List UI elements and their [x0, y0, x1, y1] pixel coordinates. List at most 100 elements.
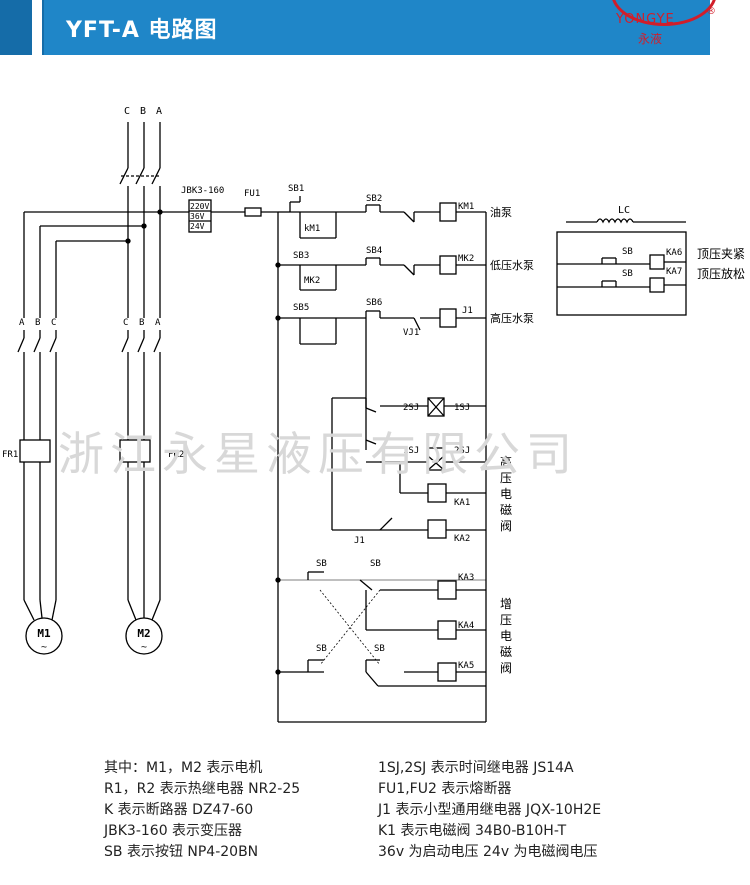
- release-label: 顶压放松: [697, 266, 745, 281]
- motor-m2-ac-icon: ~: [141, 642, 147, 653]
- company-logo: YONGYE ® 永液: [600, 0, 750, 55]
- timer-1sj-coil-icon: [427, 397, 445, 417]
- legend-item: FU1,FU2 表示熔断器: [378, 781, 512, 797]
- sb-d-label: SB: [374, 644, 385, 654]
- legend-item: K1 表示电磁阀 34B0-B10H-T: [378, 823, 567, 839]
- motor-m1-ac-icon: ~: [41, 642, 47, 653]
- phase-label-left: A: [19, 318, 25, 328]
- vj1-label: VJ1: [403, 328, 419, 338]
- ka3-coil-icon: [437, 580, 457, 600]
- sb4-label: SB4: [366, 246, 382, 256]
- ka2-coil-icon: [427, 519, 447, 539]
- clamp-label: 顶压夹紧: [697, 247, 745, 261]
- ka2-label: KA2: [454, 534, 470, 544]
- ka4-coil-icon: [437, 620, 457, 640]
- 1sj-contact-label: 1SJ: [403, 446, 419, 456]
- boost-valve-label-char: 磁: [500, 644, 512, 659]
- lc-label: LC: [618, 205, 630, 216]
- sb-e-label: SB: [622, 247, 633, 257]
- fr2-label: FR2: [168, 450, 184, 460]
- fr1-label: FR1: [2, 450, 18, 460]
- sb5-label: SB5: [293, 303, 309, 313]
- voltage-36: 36V: [190, 212, 205, 221]
- boost-valve-label-char: 压: [500, 613, 512, 627]
- circuit-svg: C B A A B C C B A: [2, 106, 745, 723]
- mk2-coil-label: MK2: [458, 254, 474, 264]
- legend-item: 其中：M1，M2 表示电机: [104, 760, 263, 776]
- phase-label-right: A: [155, 318, 161, 328]
- ka6-label: KA6: [666, 248, 682, 258]
- voltage-220: 220V: [190, 202, 209, 211]
- hv-valve-label-char: 磁: [500, 502, 512, 517]
- sb-c-label: SB: [316, 644, 327, 654]
- ka1-label: KA1: [454, 498, 470, 508]
- ka5-label: KA5: [458, 661, 474, 671]
- legend-item: 36v 为启动电压 24v 为电磁阀电压: [378, 844, 598, 860]
- ka5-coil-icon: [437, 662, 457, 682]
- row-low-pressure-pump-label: 低压水泵: [490, 259, 534, 272]
- phase-label-top: A: [156, 106, 162, 117]
- page-title: YFT-A 电路图: [66, 18, 218, 43]
- ka7-label: KA7: [666, 267, 682, 277]
- j1-contact-label: J1: [354, 536, 365, 546]
- lc-control-box: [556, 231, 687, 316]
- timer-2sj-coil-icon: [427, 447, 445, 471]
- legend-item: 1SJ,2SJ 表示时间继电器 JS14A: [378, 760, 574, 776]
- j1-coil-label: J1: [462, 306, 473, 316]
- hv-valve-label-char: 压: [500, 471, 512, 485]
- sb2-label: SB2: [366, 194, 382, 204]
- phase-label-top: C: [124, 106, 130, 117]
- hv-valve-label-char: 电: [500, 487, 512, 501]
- phase-label-right: C: [123, 318, 128, 328]
- motor-m2-label: M2: [137, 627, 150, 640]
- hv-valve-label-char: 高: [500, 454, 512, 469]
- legend-item: SB 表示按钮 NP4-20BN: [104, 844, 259, 860]
- transformer-label: JBK3-160: [181, 186, 224, 196]
- sb3-label: SB3: [293, 251, 309, 261]
- circuit-diagram: C B A A B C C B A: [0, 55, 750, 755]
- fuse-icon: [244, 207, 262, 217]
- voltage-24: 24V: [190, 222, 205, 231]
- registered-mark-icon: ®: [706, 6, 716, 17]
- ka4-label: KA4: [458, 621, 474, 631]
- legend-right: 1SJ,2SJ 表示时间继电器 JS14A FU1,FU2 表示熔断器 J1 表…: [378, 758, 601, 863]
- mk2-coil-icon: [439, 255, 457, 275]
- phase-label-left: C: [51, 318, 56, 328]
- km1-coil-label: KM1: [458, 202, 474, 212]
- ka1-coil-icon: [427, 483, 447, 503]
- legend-item: R1，R2 表示热继电器 NR2-25: [104, 781, 301, 797]
- phase-label-left: B: [35, 318, 40, 328]
- legend-item: JBK3-160 表示变压器: [104, 823, 243, 839]
- ka6-coil-icon: [649, 254, 665, 270]
- sb1-label: SB1: [288, 184, 304, 194]
- sb6-label: SB6: [366, 298, 382, 308]
- phase-label-top: B: [140, 106, 146, 117]
- sb-b-label: SB: [370, 559, 381, 569]
- fuse-label: FU1: [244, 189, 260, 199]
- boost-valve-label-char: 电: [500, 629, 512, 643]
- legend-item: J1 表示小型通用继电器 JQX-10H2E: [378, 802, 602, 818]
- sb-a-label: SB: [316, 559, 327, 569]
- 1sj-coil-label: 1SJ: [454, 403, 470, 413]
- sb-f-label: SB: [622, 269, 633, 279]
- thermal-relay-fr1: [19, 439, 51, 463]
- logo-text: YONGYE: [616, 12, 675, 27]
- watermark: 浙江永星液压有限公司: [58, 427, 578, 481]
- mk2-contact-label: MK2: [304, 276, 320, 286]
- transformer-icon: [188, 199, 212, 233]
- lc-inductor-icon: [596, 218, 634, 224]
- header-banner: YFT-A 电路图 YONGYE ® 永液: [0, 0, 750, 55]
- logo-chinese: 永液: [638, 32, 663, 46]
- legend-left: 其中：M1，M2 表示电机 R1，R2 表示热继电器 NR2-25 K 表示断路…: [104, 758, 300, 863]
- 2sj-contact-label: 2SJ: [403, 403, 419, 413]
- row-high-pressure-pump-label: 高压水泵: [490, 311, 534, 325]
- 2sj-coil-label: 2SJ: [454, 446, 470, 456]
- motor-m1-label: M1: [37, 627, 51, 640]
- ka3-label: KA3: [458, 573, 474, 583]
- header-bar: [0, 0, 710, 55]
- km1-coil-icon: [439, 202, 457, 222]
- motor-m1-icon: [25, 617, 63, 655]
- hv-valve-label-char: 阀: [500, 519, 512, 533]
- header-divider: [32, 0, 42, 55]
- thermal-relay-fr2: [119, 439, 151, 463]
